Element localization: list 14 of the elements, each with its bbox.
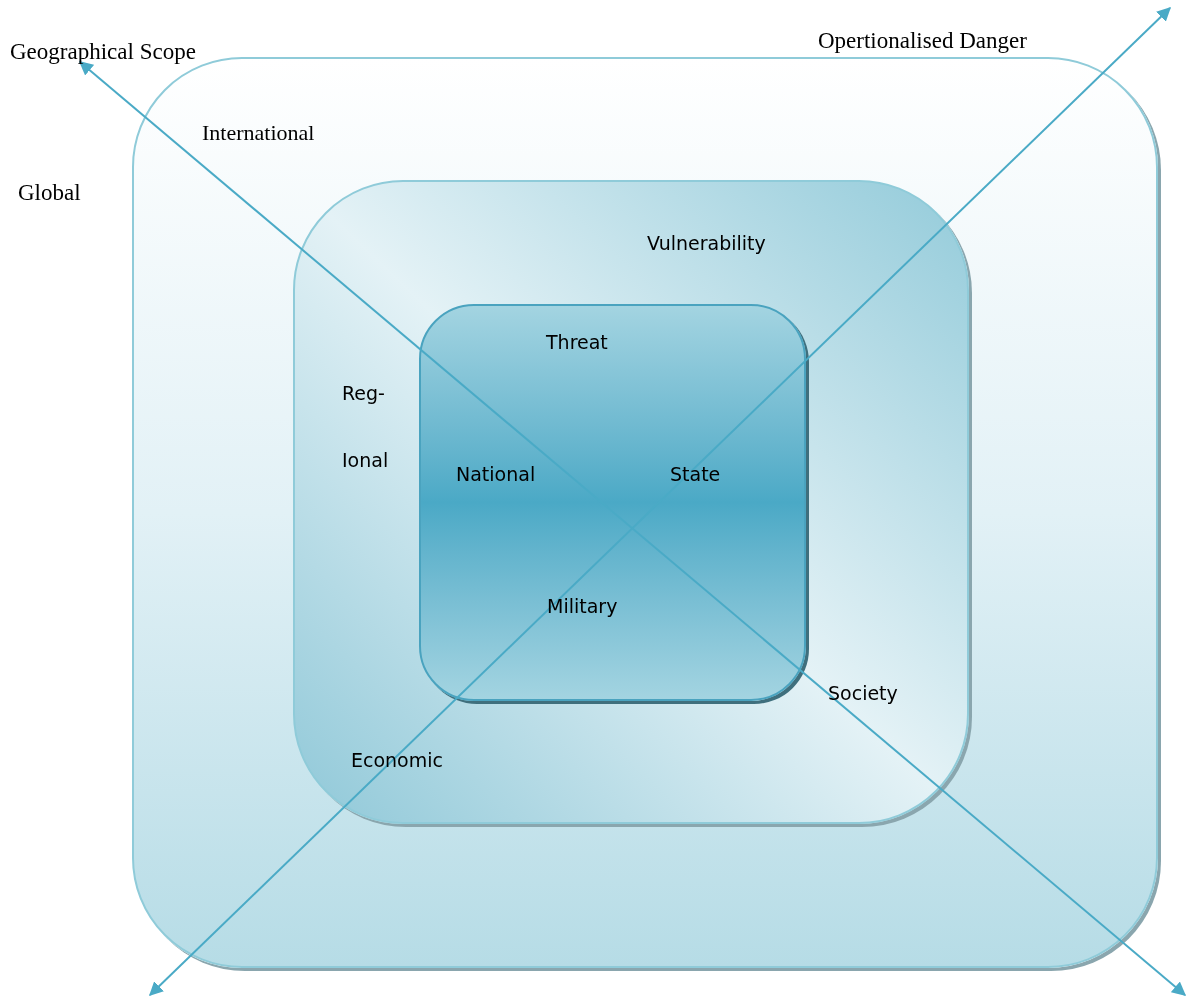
box-label: International	[202, 119, 315, 147]
box-label: National	[456, 462, 536, 487]
axis-label: Global	[18, 179, 82, 207]
axis-label: Geographical Scope	[10, 38, 197, 66]
axis-label: Opertionalised Danger	[818, 27, 1028, 55]
box-label: Vulnerability	[647, 231, 766, 256]
rounded-box	[293, 180, 969, 824]
rounded-box	[419, 304, 806, 701]
box-label: Economic	[351, 748, 443, 773]
box-label: Military	[547, 594, 618, 619]
box-label: State	[670, 462, 721, 487]
box-label: Society	[828, 681, 898, 706]
box-label: Threat	[546, 330, 608, 355]
box-label: Reg- Ional	[342, 381, 390, 473]
